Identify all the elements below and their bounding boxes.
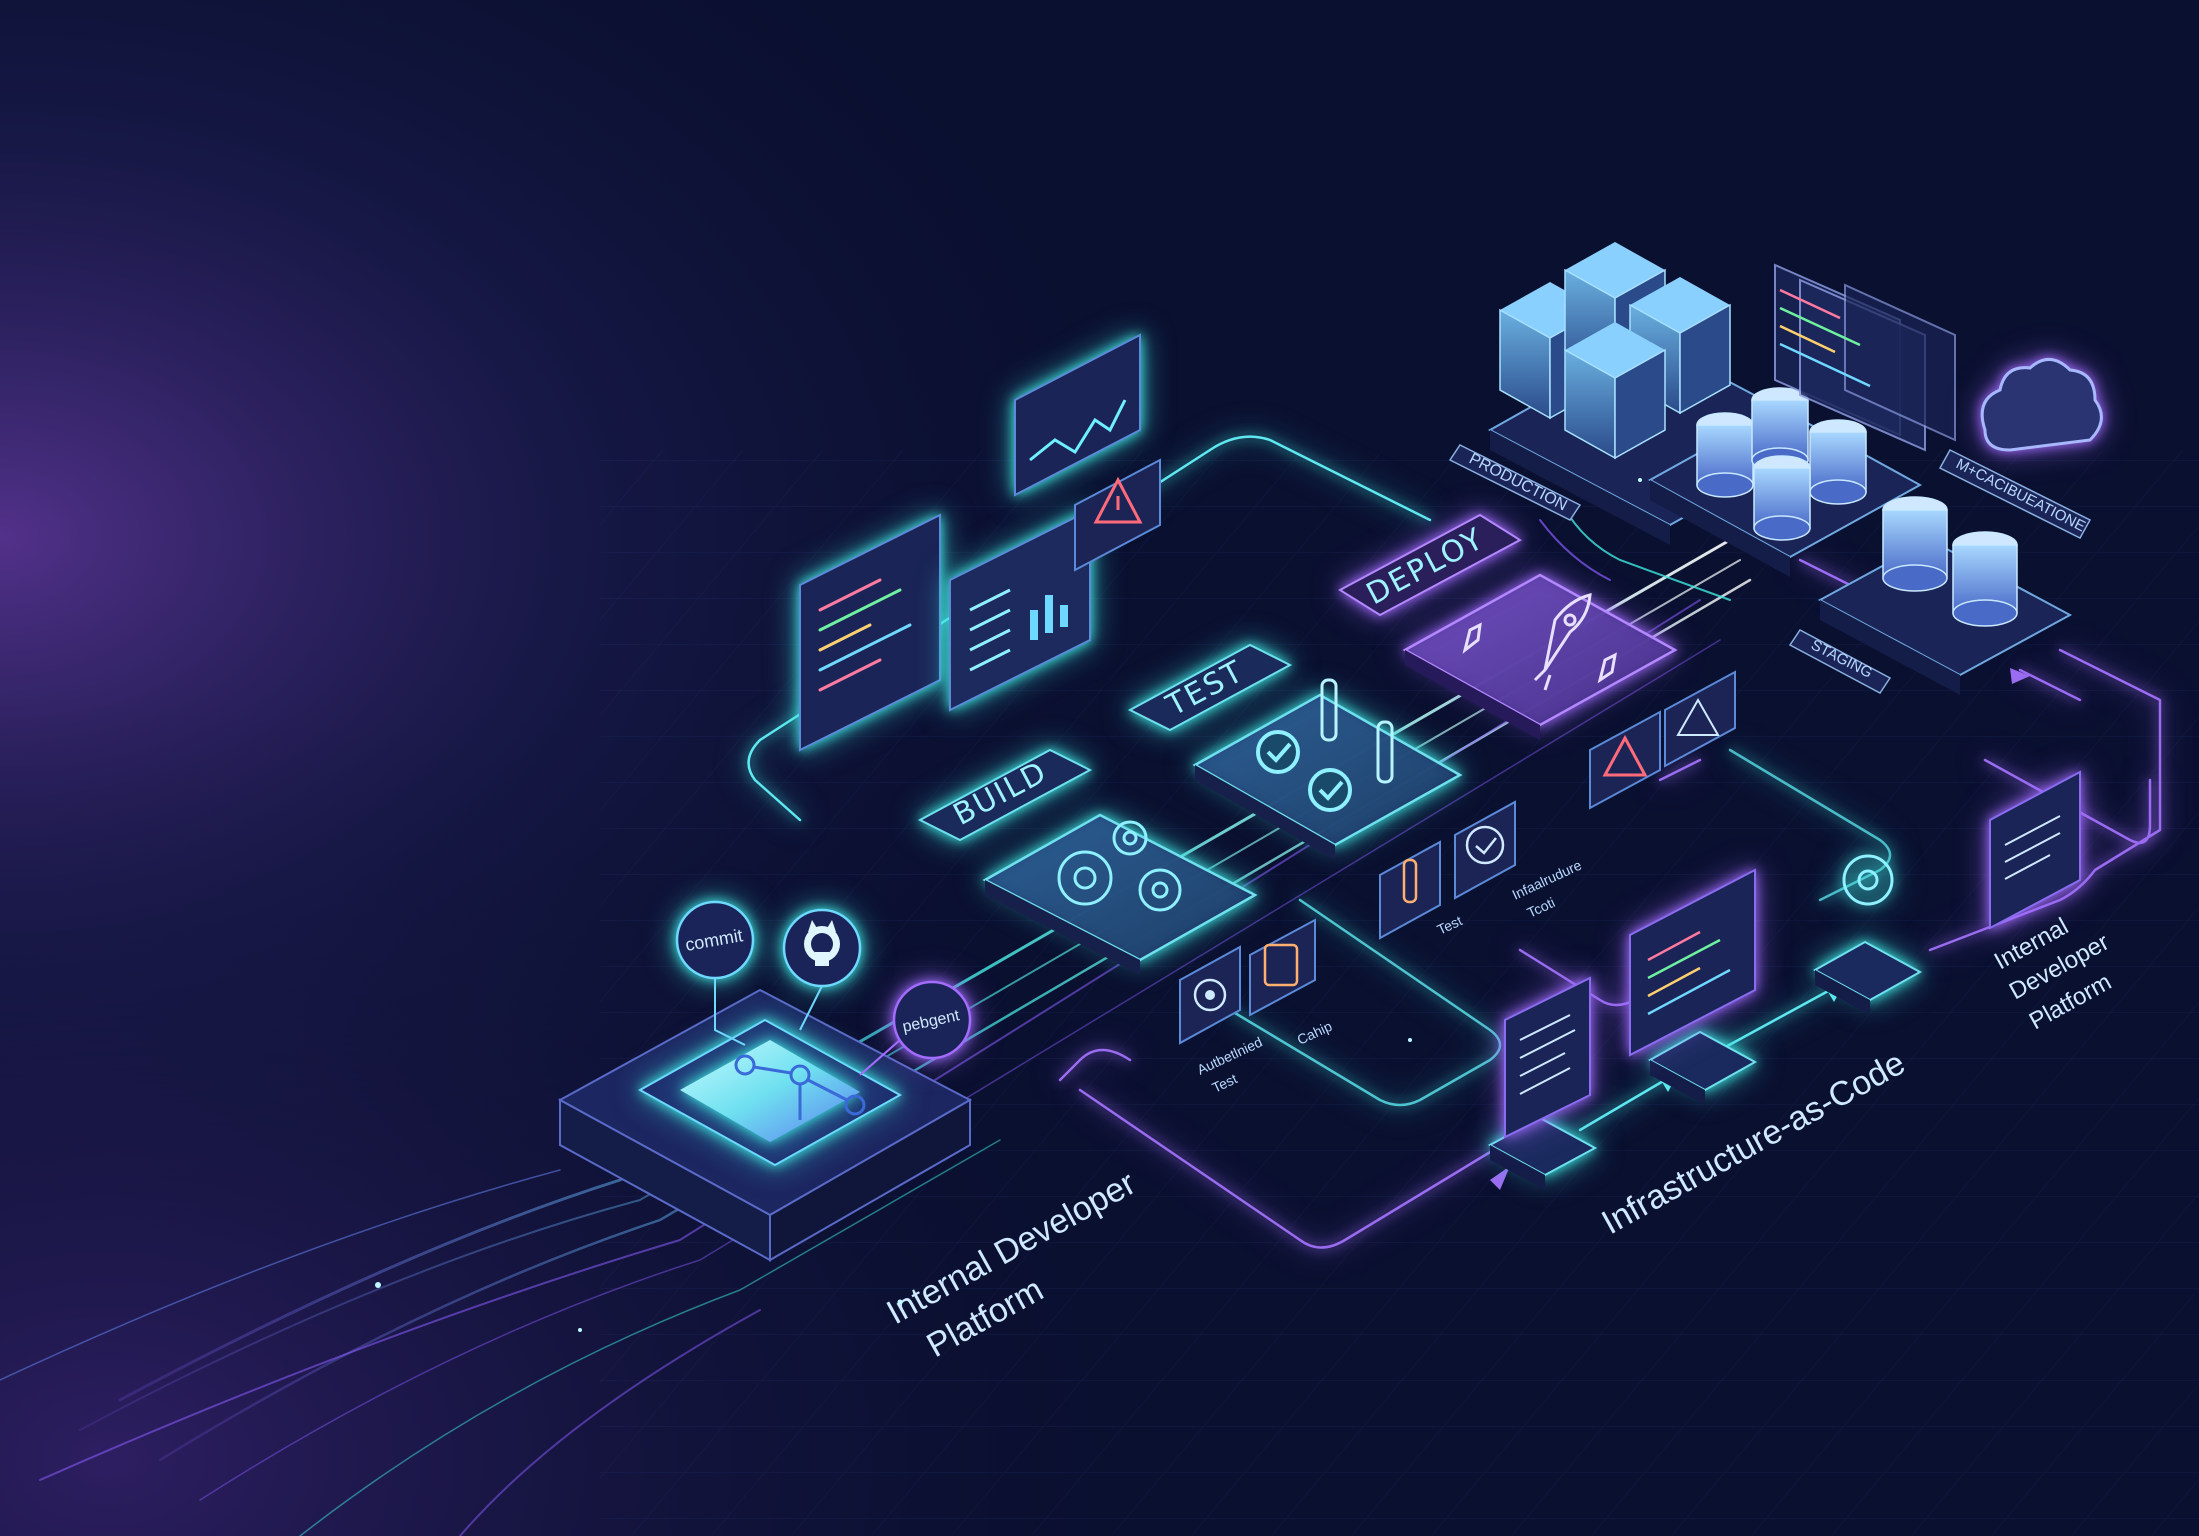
staging-cluster[interactable] [1817, 496, 2073, 695]
database-icon [1696, 387, 1867, 541]
checklist-icon [1989, 770, 2081, 930]
code-window-icon [799, 513, 941, 752]
source-badges: commit pebgent [675, 900, 972, 1076]
iac-pad-3[interactable] [1812, 854, 1923, 1015]
flask-icon [1320, 678, 1394, 784]
source-control-pad[interactable] [557, 988, 973, 1262]
cloud-icon [1980, 358, 2103, 452]
warning-icon [1589, 710, 1661, 810]
git-graph-icon [734, 1054, 866, 1120]
gear-icon [1057, 820, 1182, 912]
check-icon [1256, 730, 1352, 812]
github-icon [804, 920, 840, 966]
test-stage[interactable] [1192, 678, 1463, 860]
database-icon [1882, 496, 2018, 627]
iac-pad-1[interactable] [1487, 976, 1598, 1190]
server-stack-icon [1499, 242, 1731, 460]
bar-chart-icon [1030, 595, 1068, 640]
warning-icon [1074, 458, 1161, 572]
checklist-icon [1249, 918, 1316, 1017]
iac-pad-2[interactable] [1629, 868, 1758, 1105]
checklist-icon [949, 508, 1091, 712]
rocket-icon [1462, 593, 1617, 691]
gear-icon [1179, 945, 1241, 1045]
line-chart-icon [1014, 333, 1141, 497]
check-icon [1454, 800, 1516, 900]
build-stage[interactable] [982, 813, 1258, 975]
deploy-stage[interactable] [1402, 573, 1678, 740]
code-window-icon [1664, 670, 1736, 768]
database-cluster[interactable] [1647, 387, 1923, 577]
data-stream [0, 499, 1752, 1536]
flask-icon [1379, 840, 1441, 940]
code-window-icon [1774, 263, 1956, 452]
gear-icon [1842, 854, 1894, 906]
sparkles [375, 478, 1642, 1332]
